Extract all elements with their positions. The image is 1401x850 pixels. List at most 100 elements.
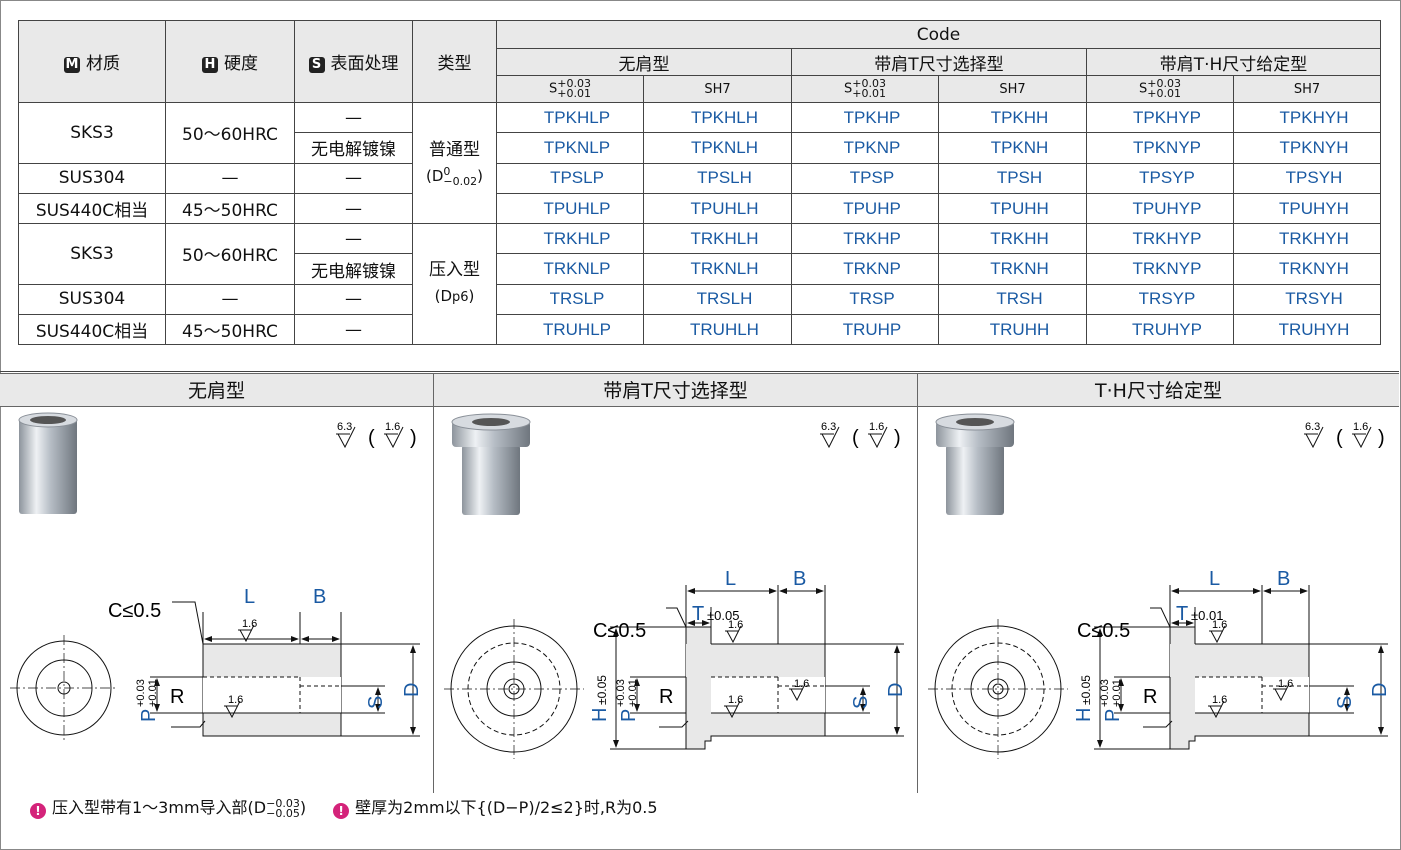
cell-material: SUS304: [18, 283, 166, 316]
part-code-link[interactable]: TPKHH: [938, 101, 1087, 134]
svg-text:1.6: 1.6: [728, 694, 743, 706]
part-code-link[interactable]: TRUHH: [938, 314, 1087, 346]
note-press-fit: !压入型带有1～3mm导入部(D−0.03−0.05): [30, 793, 306, 823]
part-code-link[interactable]: TPUHYP: [1086, 192, 1234, 225]
svg-text:L: L: [1209, 568, 1220, 590]
part-code-link[interactable]: TRSLP: [496, 283, 644, 316]
section-view: [610, 585, 904, 750]
dimension-labels: L B T ±0.01 C≤0.5 1.6 1.6 1.6 R D S P +0…: [1073, 568, 1391, 722]
dimension-labels: L B C≤0.5 1.6 1.6 R D S P +0.03 +0.01: [108, 586, 423, 722]
part-code-link[interactable]: TRKNP: [791, 253, 939, 285]
svg-text:+0.01: +0.01: [1111, 679, 1123, 707]
svg-text:B: B: [313, 586, 326, 608]
cell-material: SUS440C相当: [18, 314, 166, 346]
part-code-link[interactable]: TRKHYP: [1086, 223, 1234, 255]
part-code-link[interactable]: TPSLP: [496, 162, 644, 194]
part-code-link[interactable]: TRKHP: [791, 223, 939, 255]
svg-text:R: R: [659, 686, 673, 708]
cell-material: SUS440C相当: [18, 192, 166, 225]
part-code-link[interactable]: TPSP: [791, 162, 939, 194]
header-group-no-shoulder: 无肩型: [496, 48, 792, 76]
svg-text:C≤0.5: C≤0.5: [1077, 620, 1130, 642]
svg-text:+0.03: +0.03: [135, 679, 147, 707]
svg-text:1.6: 1.6: [242, 618, 257, 630]
part-code-link[interactable]: TPKHLH: [643, 101, 792, 134]
part-code-link[interactable]: TPUHLP: [496, 192, 644, 225]
svg-text:C≤0.5: C≤0.5: [593, 620, 646, 642]
drawing-t-select: 6.3 ( 1.6 ): [444, 413, 907, 759]
header-group-t-select: 带肩T尺寸选择型: [791, 48, 1087, 76]
part-code-link[interactable]: TRUHLH: [643, 314, 792, 346]
part-code-link[interactable]: TRKHLH: [643, 223, 792, 255]
part-code-link[interactable]: TRSYP: [1086, 283, 1234, 316]
part-code-link[interactable]: TRSP: [791, 283, 939, 316]
svg-text:±0.05: ±0.05: [1079, 675, 1093, 705]
part-code-link[interactable]: TPSYP: [1086, 162, 1234, 194]
drawing-no-shoulder: 6.3 ( 1.6 ) L B C: [10, 412, 423, 741]
part-code-link[interactable]: TPSYH: [1233, 162, 1381, 194]
part-code-link[interactable]: TRKHLP: [496, 223, 644, 255]
header-tol-s: S+0.03+0.01: [496, 75, 644, 103]
part-code-link[interactable]: TPKHLP: [496, 101, 644, 134]
part-code-link[interactable]: TRUHP: [791, 314, 939, 346]
part-code-link[interactable]: TPKNYP: [1086, 132, 1234, 164]
cell-hardness: —: [165, 162, 295, 194]
svg-text:): ): [410, 427, 417, 449]
svg-text:+0.01: +0.01: [147, 679, 159, 707]
svg-text:1.6: 1.6: [1353, 421, 1368, 433]
svg-text:B: B: [1277, 568, 1290, 590]
part-code-link[interactable]: TPUHP: [791, 192, 939, 225]
part-code-link[interactable]: TPUHYH: [1233, 192, 1381, 225]
part-code-link[interactable]: TPUHLH: [643, 192, 792, 225]
part-code-link[interactable]: TRUHLP: [496, 314, 644, 346]
part-code-link[interactable]: TPKNYH: [1233, 132, 1381, 164]
info-pin-icon: !: [333, 803, 350, 819]
cell-surface: —: [294, 162, 413, 194]
svg-text:L: L: [725, 568, 736, 590]
cell-surface: —: [294, 192, 413, 225]
svg-text:P: P: [618, 709, 640, 722]
part-code-link[interactable]: TRKHH: [938, 223, 1087, 255]
part-code-link[interactable]: TRUHYH: [1233, 314, 1381, 346]
part-code-link[interactable]: TPSLH: [643, 162, 792, 194]
part-code-link[interactable]: TRKNLP: [496, 253, 644, 285]
part-code-link[interactable]: TPSH: [938, 162, 1087, 194]
part-code-link[interactable]: TPUHH: [938, 192, 1087, 225]
part-code-link[interactable]: TRKNH: [938, 253, 1087, 285]
part-code-link[interactable]: TPKNLP: [496, 132, 644, 164]
svg-text:R: R: [1143, 686, 1157, 708]
part-code-link[interactable]: TRSH: [938, 283, 1087, 316]
panel-th-given: T·H尺寸给定型 6.3 ( 1.6 ): [918, 373, 1399, 793]
part-code-link[interactable]: TRKNLH: [643, 253, 792, 285]
part-code-link[interactable]: TPKHYP: [1086, 101, 1234, 134]
part-code-link[interactable]: TRKNYP: [1086, 253, 1234, 285]
svg-text:1.6: 1.6: [228, 694, 243, 706]
svg-text:P: P: [138, 709, 160, 722]
cell-type: 普通型(D0−0.02): [412, 101, 497, 225]
product-photo: [18, 412, 78, 514]
part-code-link[interactable]: TRUHYP: [1086, 314, 1234, 346]
part-code-link[interactable]: TRSLH: [643, 283, 792, 316]
part-code-link[interactable]: TPKHYH: [1233, 101, 1381, 134]
svg-text:1.6: 1.6: [869, 421, 884, 433]
part-code-link[interactable]: TPKNLH: [643, 132, 792, 164]
cell-material: SKS3: [18, 223, 166, 285]
part-code-link[interactable]: TRKHYH: [1233, 223, 1381, 255]
part-code-link[interactable]: TRKNYH: [1233, 253, 1381, 285]
part-code-link[interactable]: TRSYH: [1233, 283, 1381, 316]
header-tol-s: S+0.03+0.01: [791, 75, 939, 103]
svg-text:D: D: [885, 683, 907, 697]
part-code-link[interactable]: TPKNP: [791, 132, 939, 164]
part-code-link[interactable]: TPKNH: [938, 132, 1087, 164]
cell-type: 压入型(Dp6): [412, 223, 497, 346]
svg-text:1.6: 1.6: [1278, 678, 1293, 690]
header-sh7: SH7: [643, 75, 792, 103]
svg-text:H: H: [589, 708, 611, 722]
panel-title: 带肩T尺寸选择型: [434, 373, 917, 407]
part-code-link[interactable]: TPKHP: [791, 101, 939, 134]
